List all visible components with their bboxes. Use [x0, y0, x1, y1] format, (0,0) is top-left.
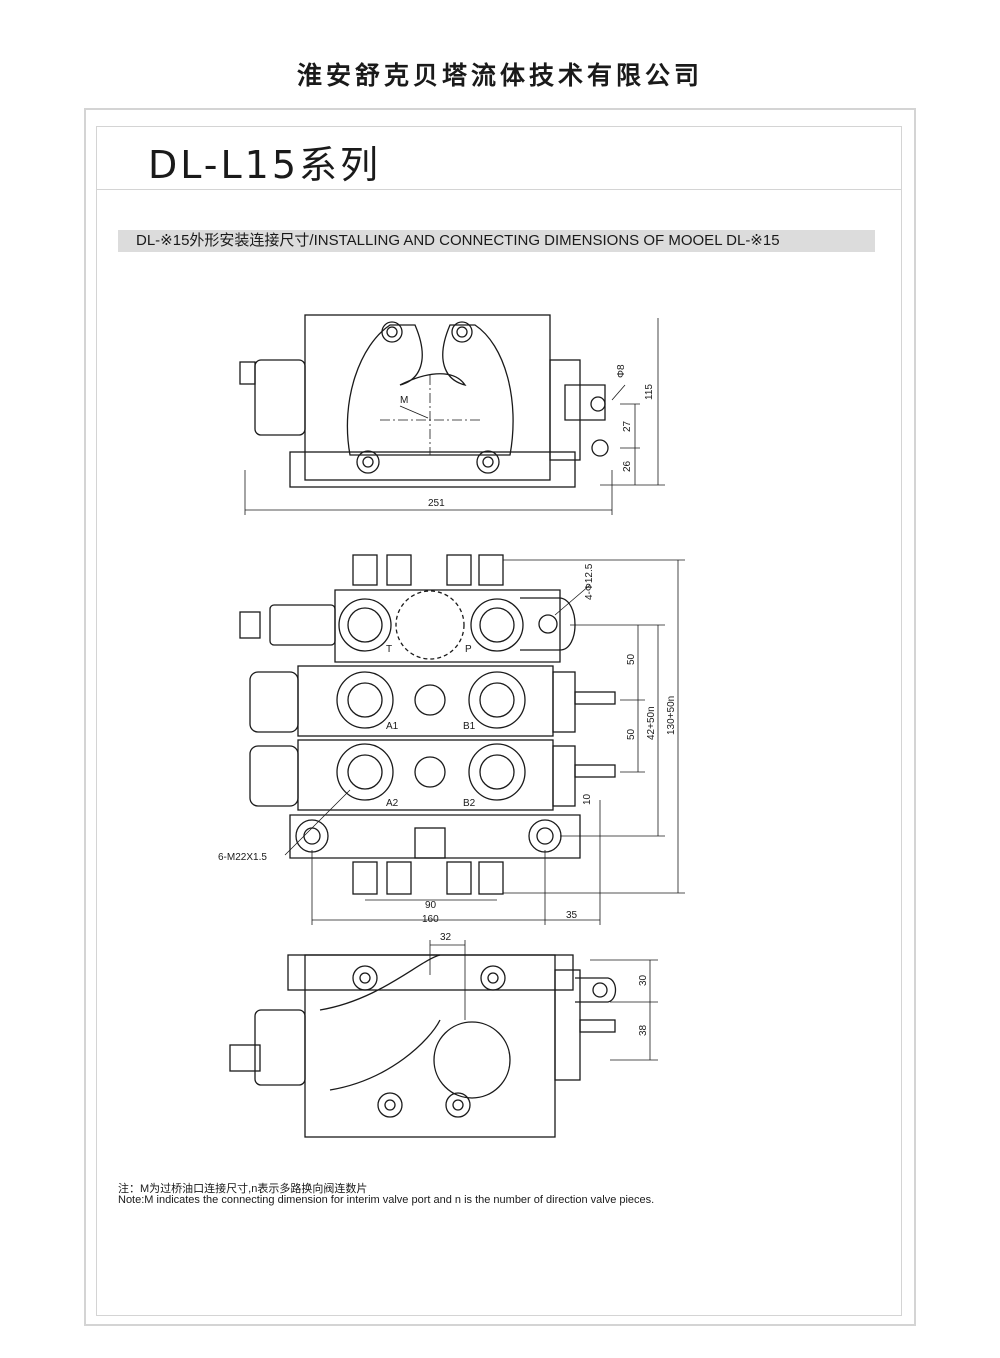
- dim-115: 115: [644, 384, 655, 400]
- nut: [239, 611, 261, 639]
- port-label-p: P: [465, 644, 472, 655]
- plug: [414, 684, 446, 716]
- top-view: [239, 314, 665, 515]
- bridge-port: [433, 1021, 511, 1099]
- lug: [575, 977, 617, 1003]
- port-label-b1: B1: [463, 721, 476, 732]
- spool-end: [552, 745, 576, 807]
- bottom-view-body: [304, 954, 556, 1138]
- bottom-view-top: [287, 954, 574, 991]
- bridge-port: [395, 590, 465, 660]
- port-label-a2: A2: [386, 798, 399, 809]
- dim-27: 27: [622, 420, 633, 432]
- spool-rod: [574, 764, 616, 778]
- spool-cap: [249, 671, 299, 733]
- spool-rod: [579, 1019, 616, 1033]
- dim-42-50n: 42+50n: [646, 706, 657, 740]
- bolt-head: [352, 554, 378, 586]
- page-frame-inner: [96, 126, 902, 1316]
- bolt: [381, 321, 403, 343]
- port-label-b2: B2: [463, 798, 476, 809]
- dim-160: 160: [422, 914, 439, 925]
- side-plate: [549, 359, 581, 461]
- mount-hole: [295, 819, 329, 853]
- port-label-a1: A1: [386, 721, 399, 732]
- bolt: [377, 1092, 403, 1118]
- dim-130-50n: 130+50n: [666, 696, 677, 735]
- dim-50-b: 50: [626, 728, 637, 740]
- relief-valve: [269, 604, 336, 646]
- mount-hole: [528, 819, 562, 853]
- bolt: [352, 965, 378, 991]
- dim-10: 10: [582, 793, 593, 805]
- lug: [564, 384, 606, 421]
- bolt-head: [386, 554, 412, 586]
- dim-mount-holes: 4-Φ12.5: [584, 563, 595, 600]
- bolt: [356, 450, 380, 474]
- spool-end: [552, 671, 576, 733]
- section-banner: DL-※15外形安装连接尺寸/INSTALLING AND CONNECTING…: [118, 230, 875, 252]
- port-a1: [336, 671, 394, 729]
- port-t: [338, 598, 392, 652]
- page-frame-outer: [84, 108, 916, 1326]
- top-view-base: [289, 451, 576, 488]
- port-b1: [468, 671, 526, 729]
- company-name: 淮安舒克贝塔流体技术有限公司: [296, 61, 703, 90]
- plug: [414, 756, 446, 788]
- dim-26: 26: [622, 460, 633, 472]
- bolt-head: [478, 861, 504, 895]
- lug-hole: [590, 396, 606, 412]
- dim-38: 38: [638, 1024, 649, 1036]
- bolt-head: [446, 554, 472, 586]
- dim-50-a: 50: [626, 653, 637, 665]
- mount-ear: [520, 597, 576, 651]
- spool-cap: [249, 745, 299, 807]
- front-view: [239, 554, 685, 925]
- bolt: [445, 1092, 471, 1118]
- nut: [239, 361, 256, 385]
- solenoid-cap: [254, 359, 306, 436]
- bolt-head: [478, 554, 504, 586]
- valve-section-1: [297, 665, 554, 737]
- dim-251: 251: [428, 498, 445, 509]
- dim-thread: 6-M22X1.5: [218, 852, 267, 863]
- port-label-t: T: [386, 644, 392, 655]
- bolt: [476, 450, 500, 474]
- dim-35: 35: [566, 910, 578, 921]
- bolt-head: [446, 861, 472, 895]
- bolt: [480, 965, 506, 991]
- dim-m: M: [400, 395, 408, 406]
- bolt-head: [386, 861, 412, 895]
- dim-32: 32: [440, 932, 452, 943]
- top-view-cavity: [346, 324, 514, 456]
- side-plate: [554, 969, 581, 1081]
- bottom-view: [229, 940, 658, 1138]
- bolt: [451, 321, 473, 343]
- port-a2: [336, 743, 394, 801]
- outlet-section: [289, 814, 581, 859]
- nut: [229, 1044, 261, 1072]
- dim-hole: Φ8: [616, 364, 627, 378]
- note-chinese: 注：M为过桥油口连接尺寸,n表示多路换向阀连数片: [118, 1183, 368, 1195]
- dim-90: 90: [425, 900, 437, 911]
- note-english: Note:M indicates the connecting dimensio…: [118, 1194, 655, 1206]
- port-p: [470, 598, 524, 652]
- relief-valve: [254, 1009, 306, 1086]
- port-b2: [468, 743, 526, 801]
- spool-rod: [574, 691, 616, 705]
- dim-30: 30: [638, 974, 649, 986]
- title-box: [96, 126, 902, 190]
- bolt-head: [352, 861, 378, 895]
- series-title: DL-L15系列: [148, 143, 382, 187]
